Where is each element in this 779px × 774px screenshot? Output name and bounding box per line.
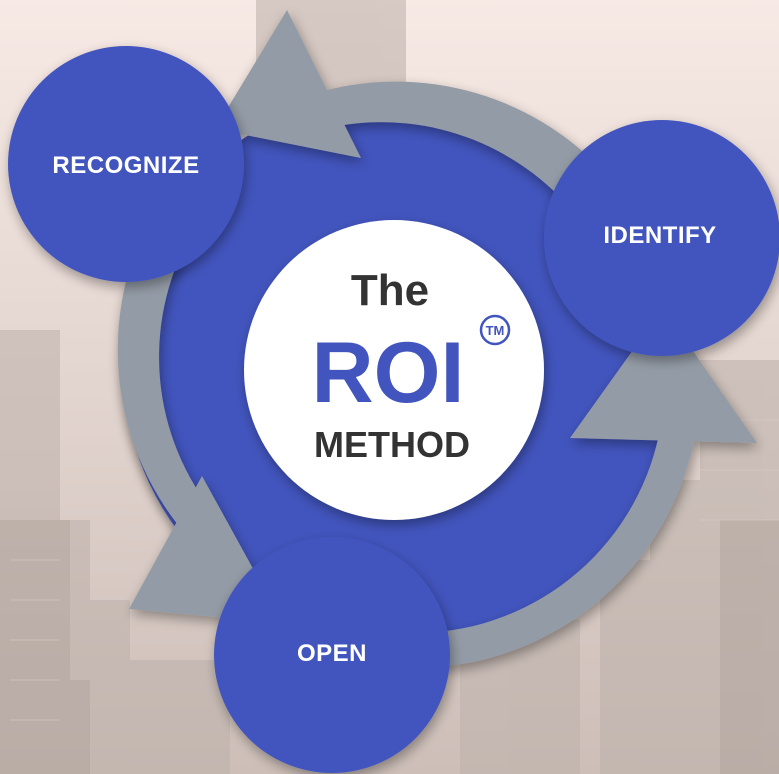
- identify-node: [544, 120, 779, 356]
- trademark-icon: TM: [479, 314, 511, 346]
- trademark-label: TM: [486, 323, 505, 338]
- recognize-label: RECOGNIZE: [52, 152, 199, 179]
- cycle-arrow-top-head: [215, 10, 361, 158]
- cycle-arrow-right-head: [570, 308, 757, 443]
- center-title-method: METHOD: [314, 424, 470, 465]
- identify-label: IDENTIFY: [603, 222, 716, 249]
- center-title-the: The: [351, 266, 429, 315]
- open-node: [214, 537, 450, 773]
- center-title-roi: ROI: [312, 325, 465, 421]
- open-label: OPEN: [297, 640, 367, 667]
- recognize-node: [8, 46, 244, 282]
- cycle-arrow-top: [322, 81, 620, 222]
- cycle-arrow-left: [117, 218, 223, 550]
- center-circle: [244, 220, 544, 520]
